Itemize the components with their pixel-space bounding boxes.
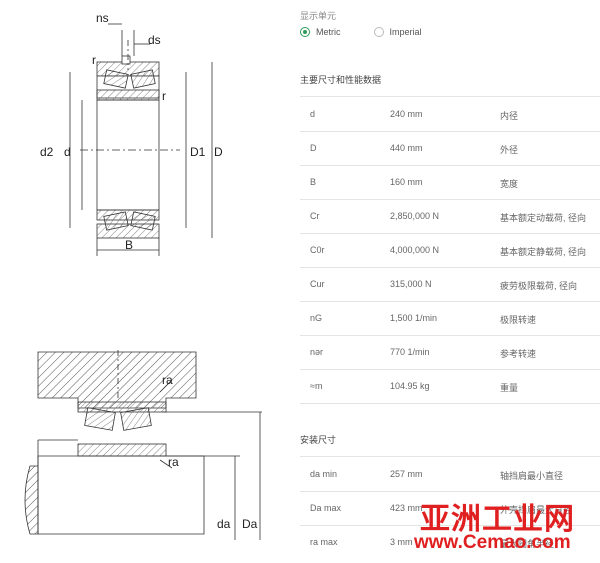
row-symbol: da min: [310, 469, 338, 479]
row-value: 3 mm: [390, 537, 413, 547]
divider: [300, 131, 600, 132]
row-symbol: nər: [310, 347, 324, 357]
row-value: 1,500 1/min: [390, 313, 438, 323]
table-row: C0r 4,000,000 N 基本额定静载荷, 径向: [300, 233, 600, 267]
imperial-radio[interactable]: [373, 27, 384, 37]
install-dims-title: 安装尺寸: [300, 435, 337, 445]
divider: [300, 233, 600, 234]
row-value: 257 mm: [390, 469, 423, 479]
row-desc: 极限转速: [500, 315, 537, 325]
table-row: B 160 mm 宽度: [300, 165, 600, 199]
metric-radio[interactable]: [300, 27, 310, 37]
divider: [300, 301, 600, 302]
units-title: 显示单元: [300, 11, 337, 21]
mounting-drawing: [24, 350, 262, 540]
row-value: 315,000 N: [390, 279, 432, 289]
bearing-drawings: ns ds r r d2 d D1 D B: [24, 11, 262, 540]
row-value: 160 mm: [390, 177, 423, 187]
table-row: nG 1,500 1/min 极限转速: [300, 301, 600, 335]
divider: [300, 165, 600, 166]
divider: [300, 403, 600, 404]
divider: [300, 491, 600, 492]
table-row: Cur 315,000 N 疲劳极限载荷, 径向: [300, 267, 600, 301]
label-da: da: [217, 517, 231, 531]
row-value: 104.95 kg: [390, 381, 430, 391]
metric-label[interactable]: Metric: [316, 27, 341, 37]
row-value: 423 mm: [390, 503, 423, 513]
label-ds: ds: [148, 33, 161, 47]
row-desc: 重量: [500, 383, 519, 393]
label-ra2: ra: [168, 455, 179, 469]
table-row: nər 770 1/min 参考转速: [300, 335, 600, 369]
row-value: 240 mm: [390, 109, 423, 119]
label-ra1: ra: [162, 373, 173, 387]
row-symbol: D: [310, 143, 317, 153]
label-r2: r: [162, 89, 166, 103]
drawings-panel: ns ds r r d2 d D1 D B: [0, 0, 290, 558]
watermark-logo: 亚洲工业网 www.Cemao.com: [412, 494, 600, 558]
divider: [300, 96, 600, 97]
watermark-url: www.Cemao.com: [414, 532, 571, 553]
row-desc: 疲劳极限载荷, 径向: [500, 281, 578, 291]
table-row: D 440 mm 外径: [300, 131, 600, 165]
divider: [300, 267, 600, 268]
divider: [300, 456, 600, 457]
bottom-drawing-labels: ra ra da Da: [162, 373, 258, 531]
divider: [300, 369, 600, 370]
table-row: ≈m 104.95 kg 重量: [300, 369, 600, 403]
row-symbol: Cur: [310, 279, 325, 289]
row-desc: 外壳挡肩最大直径: [500, 505, 573, 515]
label-d2: d2: [40, 145, 54, 159]
row-desc: 最大圆角半径: [500, 539, 555, 549]
table-row: Da max 423 mm 外壳挡肩最大直径: [300, 491, 600, 525]
row-symbol: C0r: [310, 245, 325, 255]
label-Da: Da: [242, 517, 258, 531]
table-row: Cr 2,850,000 N 基本额定动载荷, 径向: [300, 199, 600, 233]
row-desc: 宽度: [500, 179, 519, 189]
bearing-section-drawing: [69, 23, 213, 256]
label-D: D: [214, 145, 223, 159]
label-d: d: [64, 145, 71, 159]
label-B: B: [125, 238, 133, 252]
row-desc: 内径: [500, 111, 519, 121]
label-ns: ns: [96, 11, 109, 25]
row-value: 4,000,000 N: [390, 245, 440, 255]
divider: [300, 335, 600, 336]
row-symbol: Cr: [310, 211, 320, 221]
row-desc: 基本额定动载荷, 径向: [500, 213, 587, 223]
row-value: 2,850,000 N: [390, 211, 440, 221]
row-symbol: ra max: [310, 537, 338, 547]
imperial-label[interactable]: Imperial: [389, 27, 422, 37]
row-symbol: ≈m: [310, 381, 323, 391]
row-value: 770 1/min: [390, 347, 430, 357]
label-D1: D1: [190, 145, 206, 159]
table-row: d 240 mm 内径: [300, 97, 600, 131]
table-row: da min 257 mm 轴挡肩最小直径: [300, 457, 600, 491]
row-symbol: B: [310, 177, 317, 187]
top-drawing-labels: ns ds r r d2 d D1 D B: [40, 11, 223, 252]
specs-panel: 显示单元 Metric Imperial 主要尺寸和性能数据 d 240 mm 内径…: [300, 0, 600, 558]
label-r1: r: [92, 53, 96, 67]
row-symbol: Da max: [310, 503, 342, 513]
row-desc: 外径: [500, 145, 519, 155]
main-dims-title: 主要尺寸和性能数据: [300, 75, 382, 85]
row-desc: 参考转速: [500, 349, 537, 359]
row-desc: 基本额定静载荷, 径向: [500, 247, 587, 257]
divider: [300, 525, 600, 526]
table-row: ra max 3 mm 最大圆角半径: [300, 525, 600, 559]
row-value: 440 mm: [390, 143, 423, 153]
row-desc: 轴挡肩最小直径: [500, 471, 564, 481]
watermark-text: 亚洲工业网: [420, 502, 575, 537]
units-selector: Metric Imperial: [300, 27, 455, 37]
row-symbol: d: [310, 109, 316, 119]
row-symbol: nG: [310, 313, 323, 323]
divider: [300, 199, 600, 200]
